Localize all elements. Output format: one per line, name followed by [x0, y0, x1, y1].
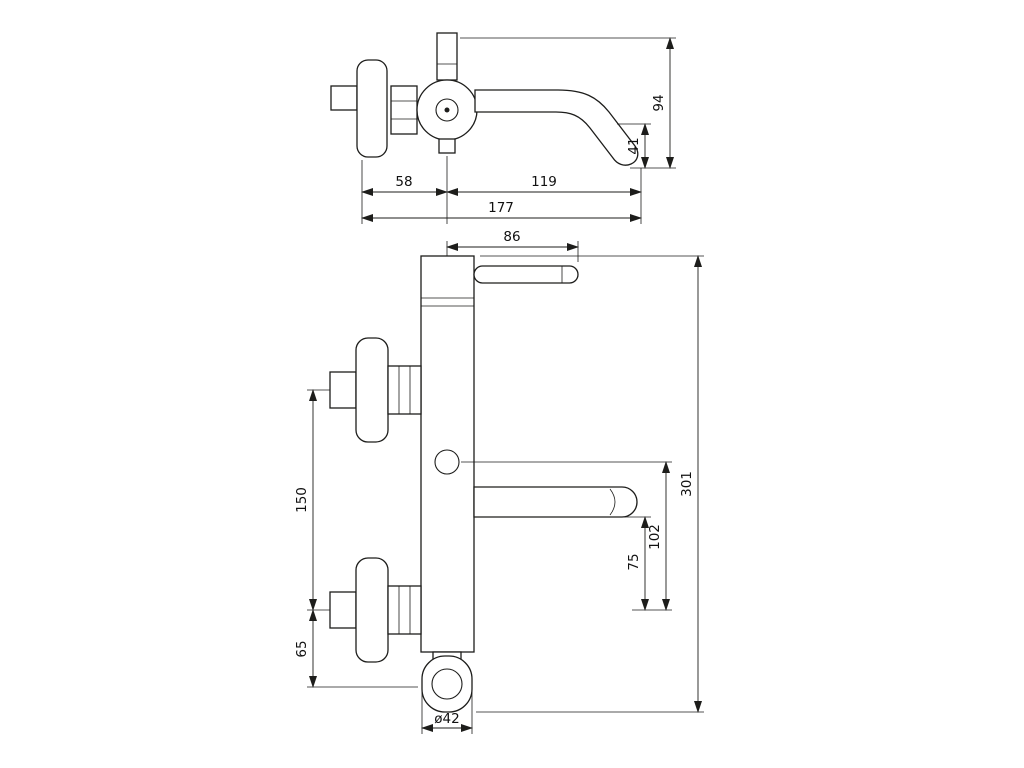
front-cartridge-rings — [421, 297, 474, 307]
front-holder-cup — [421, 655, 473, 713]
front-upper-nut — [387, 365, 422, 415]
dim-label-58: 58 — [395, 174, 412, 190]
dim-label-65: 65 — [294, 640, 310, 657]
dim-label-150: 150 — [294, 487, 310, 513]
side-hex-nut-facets — [391, 100, 417, 120]
side-lever-stem — [436, 32, 458, 81]
dim-label-86: 86 — [503, 229, 520, 245]
side-wall-flange — [356, 59, 388, 158]
dim-label-301: 301 — [679, 471, 695, 497]
side-bottom-plug — [438, 138, 456, 154]
front-spout-tip-contour — [609, 488, 616, 516]
front-upper-nut-facets — [398, 366, 411, 414]
front-lever-handle — [473, 265, 579, 284]
front-diverter-circle — [434, 449, 460, 475]
front-upper-flange — [355, 337, 389, 443]
side-curved-spout — [474, 89, 639, 166]
front-spout — [473, 486, 638, 518]
front-lower-nut — [387, 585, 422, 635]
side-wall-stub — [330, 85, 358, 111]
front-view: 86 150 65 301 102 75 ø42 — [294, 229, 704, 734]
front-column-body — [420, 255, 475, 653]
side-hex-nut — [390, 85, 418, 135]
dim-label-41: 41 — [626, 137, 642, 154]
dim-label-94: 94 — [651, 94, 667, 111]
front-lower-nut-facets — [398, 586, 411, 634]
dim-label-177: 177 — [488, 200, 514, 216]
front-upper-stub — [329, 371, 357, 409]
dim-label-119: 119 — [531, 174, 557, 190]
front-lower-flange — [355, 557, 389, 663]
dim-label-75: 75 — [626, 553, 642, 570]
front-lower-stub — [329, 591, 357, 629]
dim-label-102: 102 — [647, 524, 663, 550]
side-valve-center-dot — [444, 107, 450, 113]
side-view: 94 41 58 119 177 — [330, 32, 676, 224]
side-valve-inner-ring — [435, 98, 459, 122]
dim-label-d42: ø42 — [434, 711, 459, 727]
front-holder-opening — [431, 668, 463, 700]
